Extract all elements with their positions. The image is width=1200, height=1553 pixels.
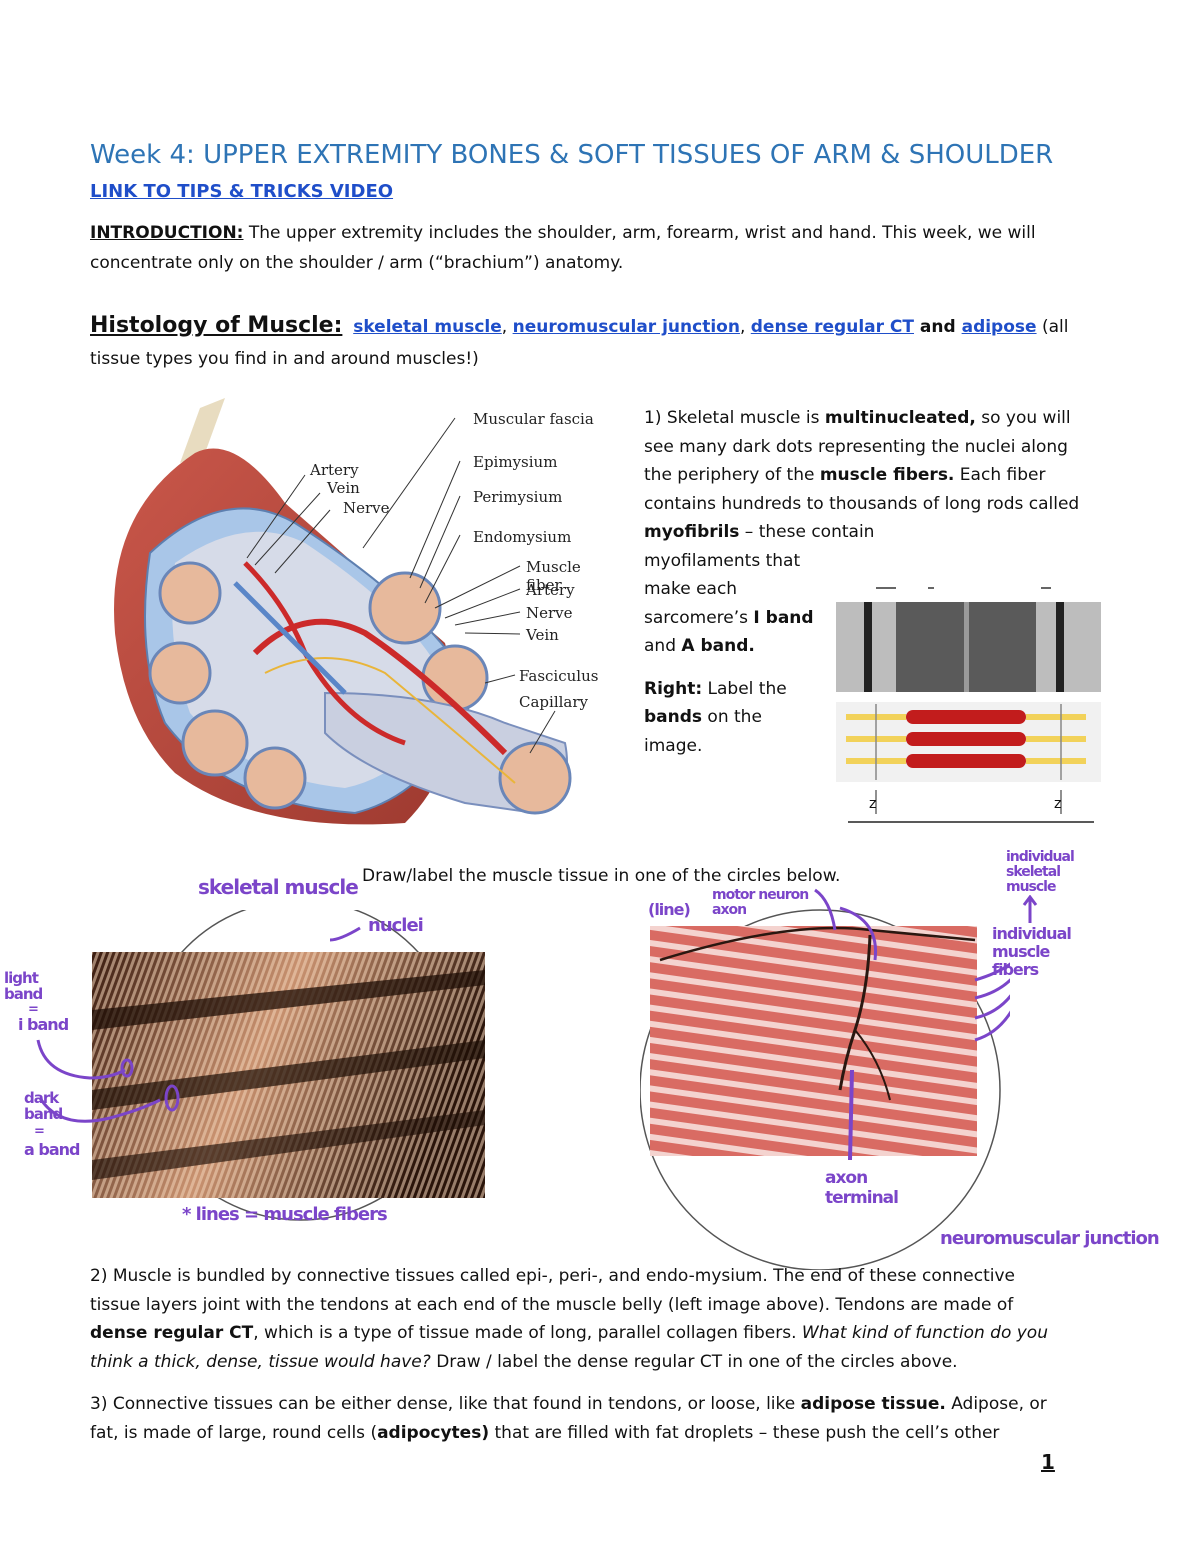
hand-arrow-up	[1022, 895, 1038, 923]
p3-adipose-tissue: adipose tissue.	[800, 1394, 946, 1414]
hand-neuromuscular-junction: neuromuscular junction	[940, 1228, 1160, 1249]
p2-text-a: 2) Muscle is bundled by connective tissu…	[90, 1266, 1015, 1315]
nmj-circle-area	[639, 880, 1027, 1271]
hand-a-band: a band	[24, 1140, 80, 1159]
label-nerve-left: Nerve	[343, 499, 390, 517]
hand-light-band: light band	[4, 969, 43, 1003]
tips-video-link[interactable]: LINK TO TIPS & TRICKS VIDEO	[90, 181, 393, 202]
p1-i-band: I band	[753, 607, 814, 628]
histology-sep-2: ,	[739, 317, 751, 337]
intro-label: INTRODUCTION:	[90, 223, 244, 243]
paragraph-2: 2) Muscle is bundled by connective tissu…	[90, 1262, 1070, 1376]
p1-text-c: so you will see many dark dots represent…	[644, 408, 1071, 485]
introduction-paragraph: INTRODUCTION: The upper extremity includ…	[90, 218, 1050, 278]
histology-heading-paragraph: Histology of Muscle: skeletal muscle, ne…	[90, 310, 1070, 375]
hand-individual-muscle-fibers: individual muscle fibers	[992, 924, 1072, 979]
link-skeletal-muscle[interactable]: skeletal muscle	[353, 317, 502, 337]
hand-nuclei: nuclei	[368, 915, 424, 936]
label-vein-left: Vein	[327, 479, 360, 497]
label-artery-right: Artery	[526, 581, 575, 599]
hand-line: (line)	[648, 900, 691, 919]
p1-right: Right:	[644, 678, 703, 699]
p1-text-a: 1) Skeletal muscle is	[644, 408, 825, 428]
label-perimysium: Perimysium	[473, 488, 563, 506]
muscle-anatomy-figure: Artery Vein Nerve Muscular fascia Epimys…	[105, 393, 605, 838]
p2-text-c: , which is a type of tissue made of long…	[253, 1323, 802, 1343]
hand-motor-neuron: motor neuron	[712, 887, 809, 903]
hand-equals-2: =	[34, 1124, 45, 1139]
p1-multinucleated: multinucleated,	[824, 408, 976, 428]
link-adipose[interactable]: adipose	[961, 317, 1037, 337]
z-line-label-right: z	[1054, 796, 1062, 812]
sarcomere-diagram	[836, 587, 1101, 823]
tips-video-link-text[interactable]: LINK TO TIPS & TRICKS VIDEO	[90, 181, 394, 202]
p1-line-make-each: make each	[644, 579, 738, 599]
label-epimysium: Epimysium	[473, 453, 558, 471]
p1-text-g: – these contain	[739, 522, 875, 542]
p3-text-e: that are filled with fat droplets – thes…	[489, 1422, 1000, 1443]
p1-line-a-band: and A band.	[644, 632, 844, 661]
page-title: Week 4: UPPER EXTREMITY BONES & SOFT TIS…	[90, 140, 1054, 170]
nmj-micrograph	[639, 888, 1027, 1271]
draw-instruction: Draw/label the muscle tissue in one of t…	[362, 866, 841, 886]
label-muscular-fascia: Muscular fascia	[473, 410, 594, 428]
label-vein-right: Vein	[526, 626, 559, 644]
p1-line-image: image.	[644, 735, 703, 756]
p1-line-myofilaments: myofilaments that	[644, 550, 801, 571]
p3-text-a: 3) Connective tissues can be either dens…	[90, 1394, 801, 1414]
link-neuromuscular-junction[interactable]: neuromuscular junction	[512, 317, 740, 337]
hand-arrows-left	[36, 1039, 161, 1123]
link-dense-regular-ct[interactable]: dense regular CT	[750, 317, 914, 337]
intro-text: The upper extremity includes the shoulde…	[90, 223, 1036, 273]
p1-sarcomere: sarcomere’s	[644, 607, 748, 628]
p3-text-c: Adipose, or fat, is made of large, round…	[90, 1394, 1047, 1443]
label-capillary: Capillary	[519, 693, 589, 711]
paragraph-3: 3) Connective tissues can be either dens…	[90, 1390, 1070, 1447]
hand-individual-skeletal-muscle: individual skeletal muscle	[1006, 849, 1075, 895]
histology-heading: Histology of Muscle:	[90, 313, 343, 338]
skeletal-muscle-circle-area	[80, 899, 500, 1250]
p1-label-the: Label the	[702, 678, 787, 699]
histology-and: and	[914, 317, 962, 337]
label-fasciculus: Fasciculus	[519, 667, 599, 685]
p1-line-bands: bands on the	[644, 703, 844, 732]
p1-bands: bands	[644, 707, 703, 727]
p1-and: and	[644, 636, 676, 656]
p1-on-the: on the	[702, 707, 762, 727]
hand-motor-neuron-axon: motor neuron axon	[712, 888, 822, 918]
hand-equals-1: =	[28, 1002, 39, 1017]
p1-line-right: Right: Label the	[644, 675, 844, 704]
p2-question: What kind of function do you think a thi…	[90, 1323, 1048, 1372]
p1-a-band: A band.	[681, 636, 755, 656]
hand-i-band: i band	[18, 1015, 69, 1034]
hand-axon: axon	[712, 902, 747, 918]
p1-muscle-fibers: muscle fibers.	[819, 465, 955, 485]
page-number: 1	[1041, 1450, 1055, 1474]
p3-adipocytes: adipocytes)	[377, 1422, 490, 1443]
sarcomere-figure: z z	[836, 580, 1101, 830]
muscle-anatomy-illustration	[114, 398, 572, 825]
hand-axon-terminal: axon terminal	[825, 1168, 899, 1208]
label-artery-left: Artery	[310, 461, 359, 479]
label-nerve-right: Nerve	[526, 604, 573, 622]
p2-dense-regular-ct: dense regular CT	[90, 1323, 254, 1343]
p2-text-e: Draw / label the dense regular CT in one…	[430, 1351, 958, 1372]
paragraph-1: 1) Skeletal muscle is multinucleated, so…	[644, 404, 1084, 760]
p1-text-e: Each fiber contains hundreds to thousand…	[644, 465, 1080, 514]
p1-myofibrils: myofibrils	[644, 522, 740, 542]
histology-tail: (all tissue types you find in and around…	[90, 317, 1069, 369]
hand-skeletal-muscle: skeletal muscle	[198, 875, 359, 899]
hand-lines-muscle-fibers: * lines = muscle fibers	[182, 1204, 388, 1225]
p1-line-sarcomere: sarcomere’s I band	[644, 604, 844, 633]
histology-sep-1: ,	[501, 317, 513, 337]
label-endomysium: Endomysium	[473, 528, 572, 546]
z-line-label-left: z	[869, 796, 877, 812]
skeletal-muscle-micrograph	[92, 899, 485, 1221]
label-muscle-fiber: Muscle fiber	[526, 558, 581, 594]
